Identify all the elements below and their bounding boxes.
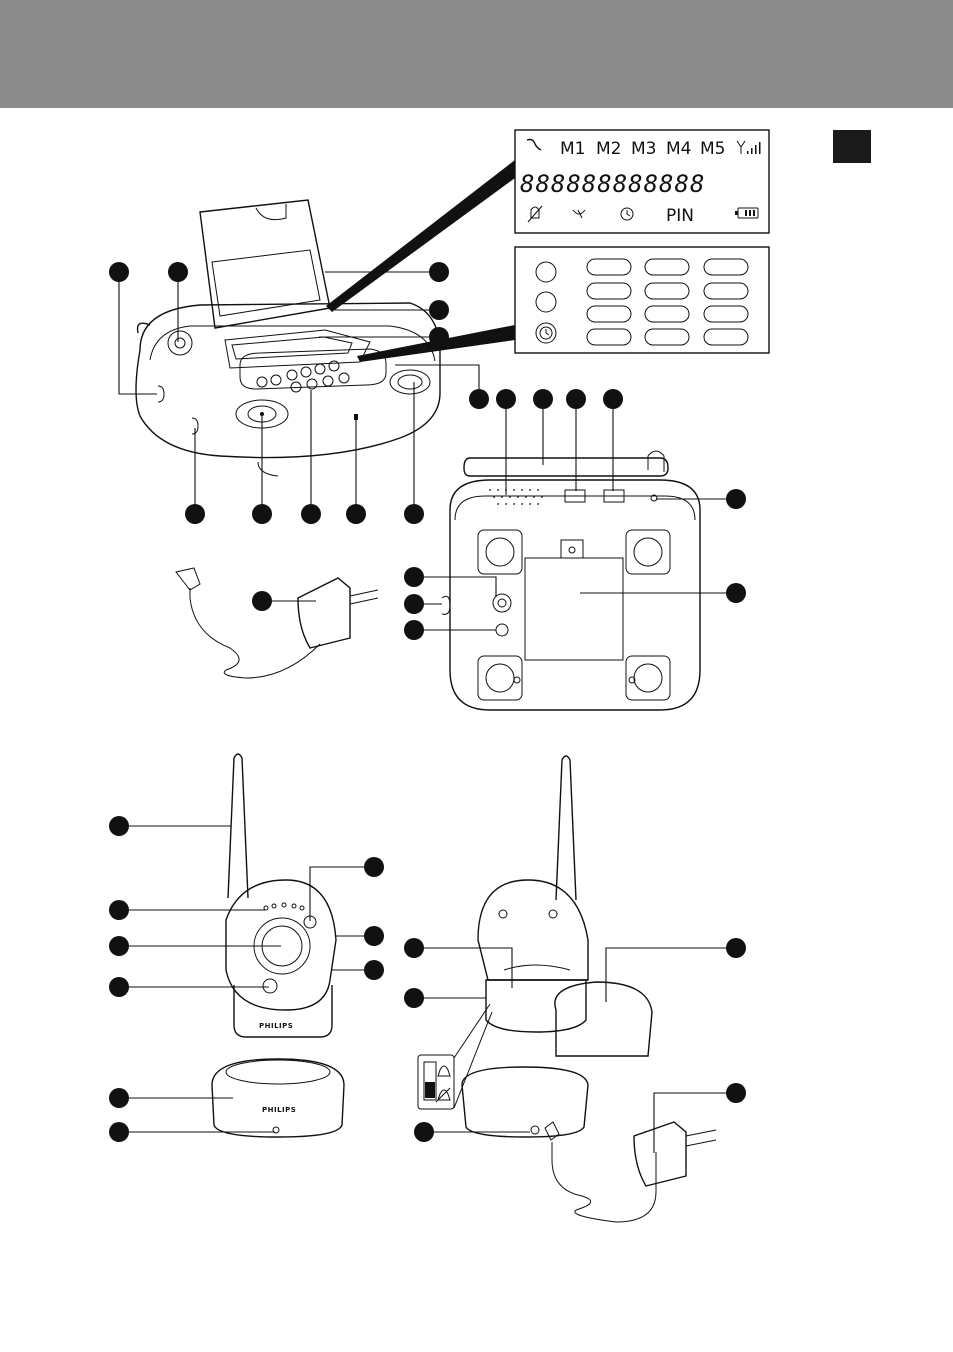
parent-unit-bottom-callouts	[404, 409, 746, 640]
battery-compartment	[525, 558, 623, 660]
baby-unit-rear-callouts	[404, 938, 746, 1153]
battery-icon	[735, 208, 758, 218]
rear-charger-base	[462, 1067, 588, 1137]
keypad-round-button-2	[536, 292, 556, 312]
clock-icon	[621, 208, 633, 220]
baby-unit-rear	[418, 756, 716, 1222]
charger-brand: PHILIPS	[262, 1106, 296, 1114]
lcd-m1: M1	[560, 139, 585, 159]
lcd-m4: M4	[666, 139, 691, 159]
handset-icon	[527, 140, 541, 151]
baby-unit-brand: PHILIPS	[259, 1022, 293, 1030]
signal-icon	[737, 141, 761, 154]
lcd-zoom-wedge	[326, 160, 515, 312]
lcd-panel: M1 M2 M3 M4 M5 888888888888 PIN	[515, 130, 769, 233]
baby-power-adapter	[634, 1122, 686, 1186]
lcd-digits: 888888888888	[520, 170, 705, 198]
parent-unit-bottom	[442, 451, 700, 710]
speaker-grille	[489, 489, 543, 505]
bell-icon	[438, 1066, 450, 1076]
lcd-m5: M5	[700, 139, 725, 159]
keypad-panel	[515, 247, 769, 353]
parent-unit	[136, 200, 440, 476]
battery-cover-slot	[486, 980, 586, 1032]
lcd-m3: M3	[631, 139, 656, 159]
lcd-pin: PIN	[666, 206, 694, 226]
battery-cover	[555, 982, 652, 1056]
keypad-round-button-1	[536, 262, 556, 282]
parent-unit-callouts	[109, 262, 623, 524]
mute-icon	[528, 206, 542, 222]
parent-power-adapter	[176, 568, 378, 678]
feed-icon	[573, 210, 585, 218]
bell-off-icon	[436, 1088, 450, 1102]
lcd-m2: M2	[596, 139, 621, 159]
keypad-oval-keys	[587, 259, 748, 345]
